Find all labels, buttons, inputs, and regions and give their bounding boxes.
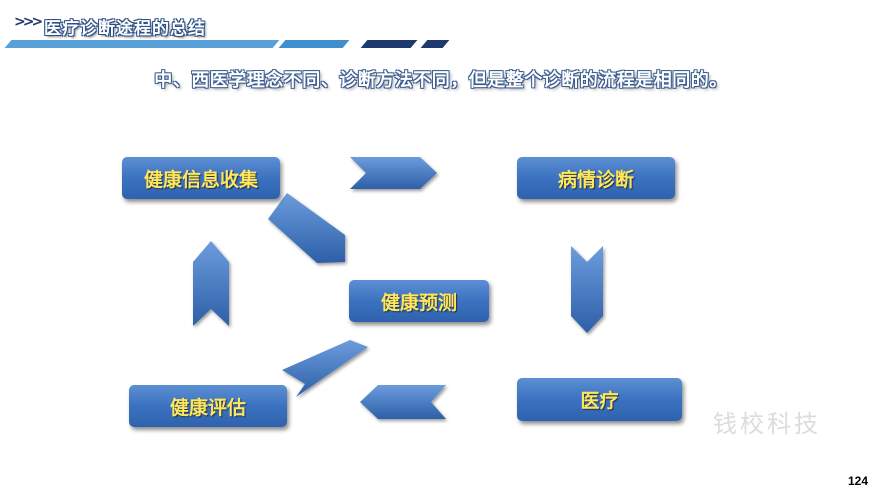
node-health-info-collection: 健康信息收集 [122, 157, 280, 199]
node-health-prediction: 健康预测 [349, 280, 489, 322]
watermark: 钱校科技 [713, 410, 821, 438]
page-title: 医疗诊断途程的总结 [44, 19, 206, 39]
arrow-diagnosis-to-treatment [571, 246, 603, 333]
arrow-predict-to-collect [268, 193, 345, 263]
arrow-assess-to-predict [282, 340, 368, 397]
node-diagnosis: 病情诊断 [517, 157, 675, 199]
arrow-collect-to-diagnosis [350, 157, 437, 189]
subtitle: 中、西医学理念不同、诊断方法不同，但是整个诊断的流程是相同的。 [154, 70, 728, 91]
chevron-right-icon: >>> [14, 14, 43, 30]
node-treatment: 医疗 [517, 378, 682, 421]
node-health-assessment: 健康评估 [129, 385, 287, 427]
arrow-treatment-to-assess [360, 385, 446, 419]
header: >>> 医疗诊断途程的总结 [0, 0, 882, 50]
arrow-assess-to-collect [193, 241, 229, 326]
page-number: 124 [848, 474, 869, 488]
